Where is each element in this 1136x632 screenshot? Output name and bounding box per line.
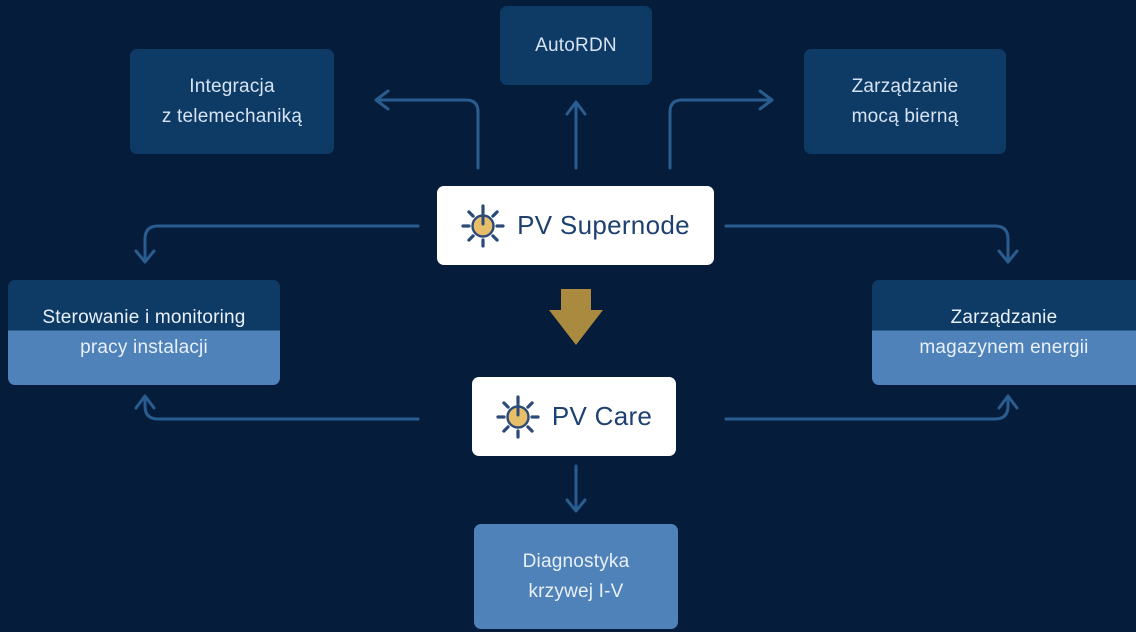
arrowhead-sterowanie-bottom	[134, 394, 156, 410]
node-magazyn: Zarządzanie magazynem energii	[872, 280, 1136, 385]
connector-supernode-zarzadzanie-moca	[668, 98, 772, 170]
node-diagnostyka-line-2: krzywej I-V	[528, 580, 624, 602]
arrowhead-autordn	[565, 100, 587, 116]
node-diagnostyka-line-1: Diagnostyka	[522, 550, 630, 572]
node-sterowanie-line-1: Sterowanie i monitoring	[42, 306, 246, 328]
sun-power-icon	[496, 394, 540, 439]
node-integracja-line-2: z telemechaniką	[161, 105, 303, 127]
arrowhead-zarzadzanie-moca	[758, 89, 774, 111]
arrowhead-sterowanie-top	[134, 249, 156, 264]
sun-power-icon	[461, 203, 505, 248]
arrowhead-integracja	[374, 89, 390, 111]
node-diagnostyka: Diagnostyka krzywej I-V	[474, 524, 678, 629]
connector-supernode-magazyn	[724, 224, 1010, 260]
hub-pv-care-label: PV Care	[551, 401, 653, 431]
connector-care-sterowanie	[143, 398, 420, 421]
node-magazyn-line-1: Zarządzanie	[950, 306, 1058, 328]
node-magazyn-line-2: magazynem energii	[919, 336, 1089, 358]
node-zarzadzanie-moca: Zarządzanie mocą bierną	[804, 49, 1006, 154]
node-sterowanie: Sterowanie i monitoring pracy instalacji	[8, 280, 280, 385]
node-zarzadzanie-moca-line-1: Zarządzanie	[851, 75, 959, 97]
hub-pv-supernode-label: PV Supernode	[517, 210, 690, 240]
arrowhead-diagnostyka	[565, 498, 587, 513]
node-integracja: Integracja z telemechaniką	[130, 49, 334, 154]
connector-supernode-sterowanie	[143, 224, 420, 260]
node-autordn: AutoRDN	[500, 6, 652, 85]
node-integracja-line-1: Integracja	[189, 75, 275, 97]
hub-pv-supernode: PV Supernode	[437, 186, 714, 265]
arrowhead-magazyn-bottom	[997, 394, 1019, 410]
node-zarzadzanie-moca-line-2: mocą bierną	[851, 105, 959, 127]
node-sterowanie-line-2: pracy instalacji	[80, 336, 208, 358]
connector-supernode-integracja	[376, 98, 480, 170]
arrowhead-magazyn-top	[997, 249, 1019, 264]
hub-pv-care: PV Care	[472, 377, 676, 456]
down-arrow-icon	[549, 289, 603, 345]
connector-care-magazyn	[724, 398, 1010, 421]
node-autordn-label: AutoRDN	[535, 34, 617, 56]
